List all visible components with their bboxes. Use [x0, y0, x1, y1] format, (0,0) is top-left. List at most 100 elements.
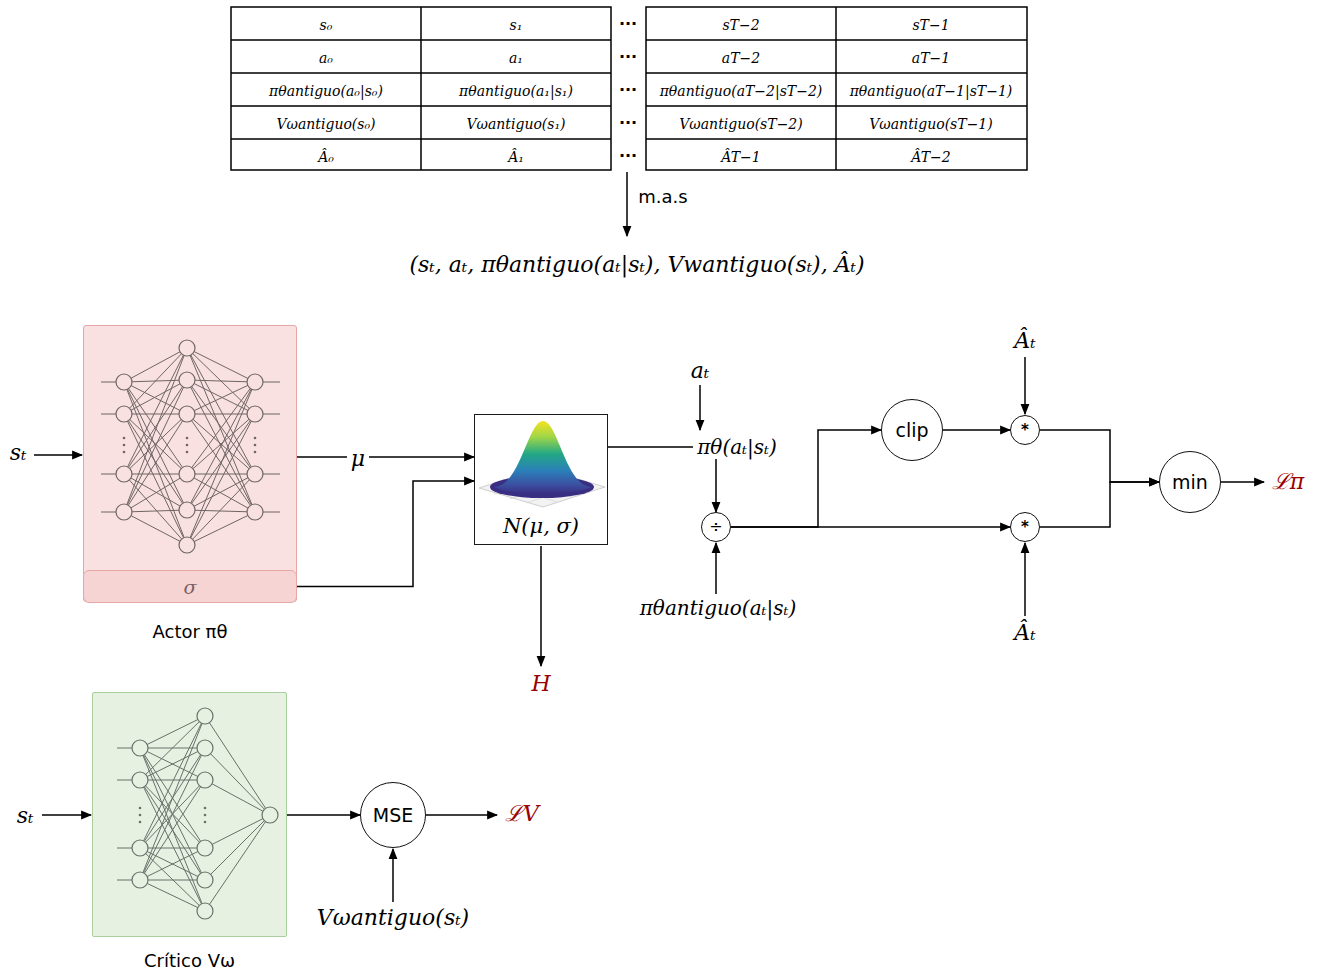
ellipsis-dot: [204, 814, 207, 817]
heading-slot: Crítico Vω: [93, 950, 286, 971]
network-neuron: [179, 406, 195, 422]
network-edge: [124, 380, 187, 512]
network-edge: [140, 748, 205, 880]
label-slot: sₜ: [17, 803, 34, 828]
label-slot: ÂT−1: [721, 147, 760, 166]
network-edge: [124, 414, 187, 545]
label-slot: aₜ: [691, 358, 710, 383]
network-edge: [124, 414, 187, 474]
label-slot: s₁: [510, 15, 523, 34]
mse-operator: MSE: [360, 782, 426, 848]
network-edge: [140, 716, 205, 848]
label-slot: ℒπ: [1272, 465, 1304, 495]
network-neuron: [247, 374, 263, 390]
old-policy-arrow: [715, 543, 717, 594]
table-cell-text: πθantiguo(aT−1|sT−1): [850, 83, 1013, 99]
network-edge: [140, 748, 205, 911]
label-slot: Vωantiguo(sT−2): [679, 114, 802, 133]
network-edge: [140, 716, 205, 748]
network-edge: [140, 848, 205, 880]
network-neuron: [179, 537, 195, 553]
network-neuron: [197, 772, 213, 788]
connector-arrow: [287, 814, 360, 816]
label-slot: m.a.s: [638, 186, 687, 207]
label-slot: s₀: [320, 15, 333, 34]
table-cell-text: sT−1: [912, 17, 949, 33]
network-edge: [124, 414, 187, 415]
network-edge: [124, 380, 187, 474]
label-slot: sT−1: [912, 15, 949, 34]
node-text: σ: [184, 576, 197, 598]
network-edge: [205, 716, 270, 815]
network-neuron: [247, 466, 263, 482]
multiply-operator: *: [1010, 512, 1040, 542]
label-slot: ÂT−2: [911, 147, 950, 166]
table-cell-text: aT−2: [722, 50, 760, 66]
ellipsis-dot: [254, 451, 257, 454]
network-edge: [140, 848, 205, 911]
network-edge: [187, 348, 255, 512]
label-slot: Vωantiguo(s₀): [276, 114, 375, 133]
network-neuron: [116, 504, 132, 520]
label-slot: ...: [619, 142, 637, 161]
ellipsis-dot: [123, 437, 126, 440]
connector-arrow: [1040, 430, 1159, 482]
box-heading: Crítico Vω: [144, 950, 235, 971]
leader-arrows: [34, 172, 1264, 902]
table-cell-text: sT−2: [722, 17, 759, 33]
label-slot: aT−1: [912, 48, 950, 67]
entropy-arrow: [540, 546, 542, 666]
ellipsis-dot: [204, 807, 207, 810]
ellipsis-dot: [254, 444, 257, 447]
table-grid: [231, 7, 1027, 170]
clip-operator: clip: [881, 399, 943, 461]
loss-arrow: [1221, 481, 1264, 483]
network-edge: [124, 474, 187, 475]
network-neuron: [132, 840, 148, 856]
network-edge: [187, 474, 255, 545]
annotation-label: ℒV: [505, 797, 539, 827]
label-slot: a₀: [319, 48, 333, 67]
table-cell-text: Vωantiguo(sT−1): [869, 116, 992, 132]
network-edge: [187, 414, 255, 474]
ellipsis-dot: [186, 451, 189, 454]
network-neuron: [197, 740, 213, 756]
network-edge: [124, 348, 187, 474]
table-cell-text: ÂT−2: [911, 149, 950, 165]
sigma-parameter-band: σ: [83, 570, 297, 603]
ellipsis-dot: [186, 437, 189, 440]
sample-arrow: [626, 172, 628, 236]
node-text: min: [1172, 473, 1208, 492]
network-edge: [140, 880, 205, 911]
label-slot: Vωantiguo(sT−1): [869, 114, 992, 133]
label-slot: Âₜ: [1014, 620, 1035, 645]
network-edge: [124, 348, 187, 382]
network-edge: [124, 348, 187, 414]
network-neuron: [132, 872, 148, 888]
ellipsis-dot: [123, 444, 126, 447]
table-cell-text: πθantiguo(a₀|s₀): [269, 83, 383, 99]
network-edge: [187, 380, 255, 474]
ellipsis-dot: [254, 437, 257, 440]
box-heading: Actor πθ: [153, 621, 228, 642]
critic-network-box: Crítico Vω: [92, 692, 287, 937]
ellipsis-dot: [139, 814, 142, 817]
network-edge: [124, 510, 187, 512]
network-edge: [140, 748, 205, 880]
network-neuron: [197, 872, 213, 888]
ellipsis-dot: [186, 444, 189, 447]
min-operator: min: [1159, 451, 1221, 513]
network-neuron: [179, 466, 195, 482]
network-edge: [187, 510, 255, 512]
label-slot: πθantiguo(aT−1|sT−1): [850, 81, 1013, 100]
node-text: *: [1021, 423, 1029, 438]
label-slot: ...: [619, 10, 637, 29]
network-edge: [140, 716, 205, 880]
label-slot: a₁: [509, 48, 523, 67]
network-neuron: [179, 502, 195, 518]
table-cell-text: πθantiguo(aT−2|sT−2): [660, 83, 823, 99]
actor-network-box: Actor πθσ: [83, 325, 297, 602]
network-edge: [140, 780, 205, 781]
network-edge: [140, 748, 205, 780]
label-slot: πθantiguo(a₀|s₀): [269, 81, 383, 100]
